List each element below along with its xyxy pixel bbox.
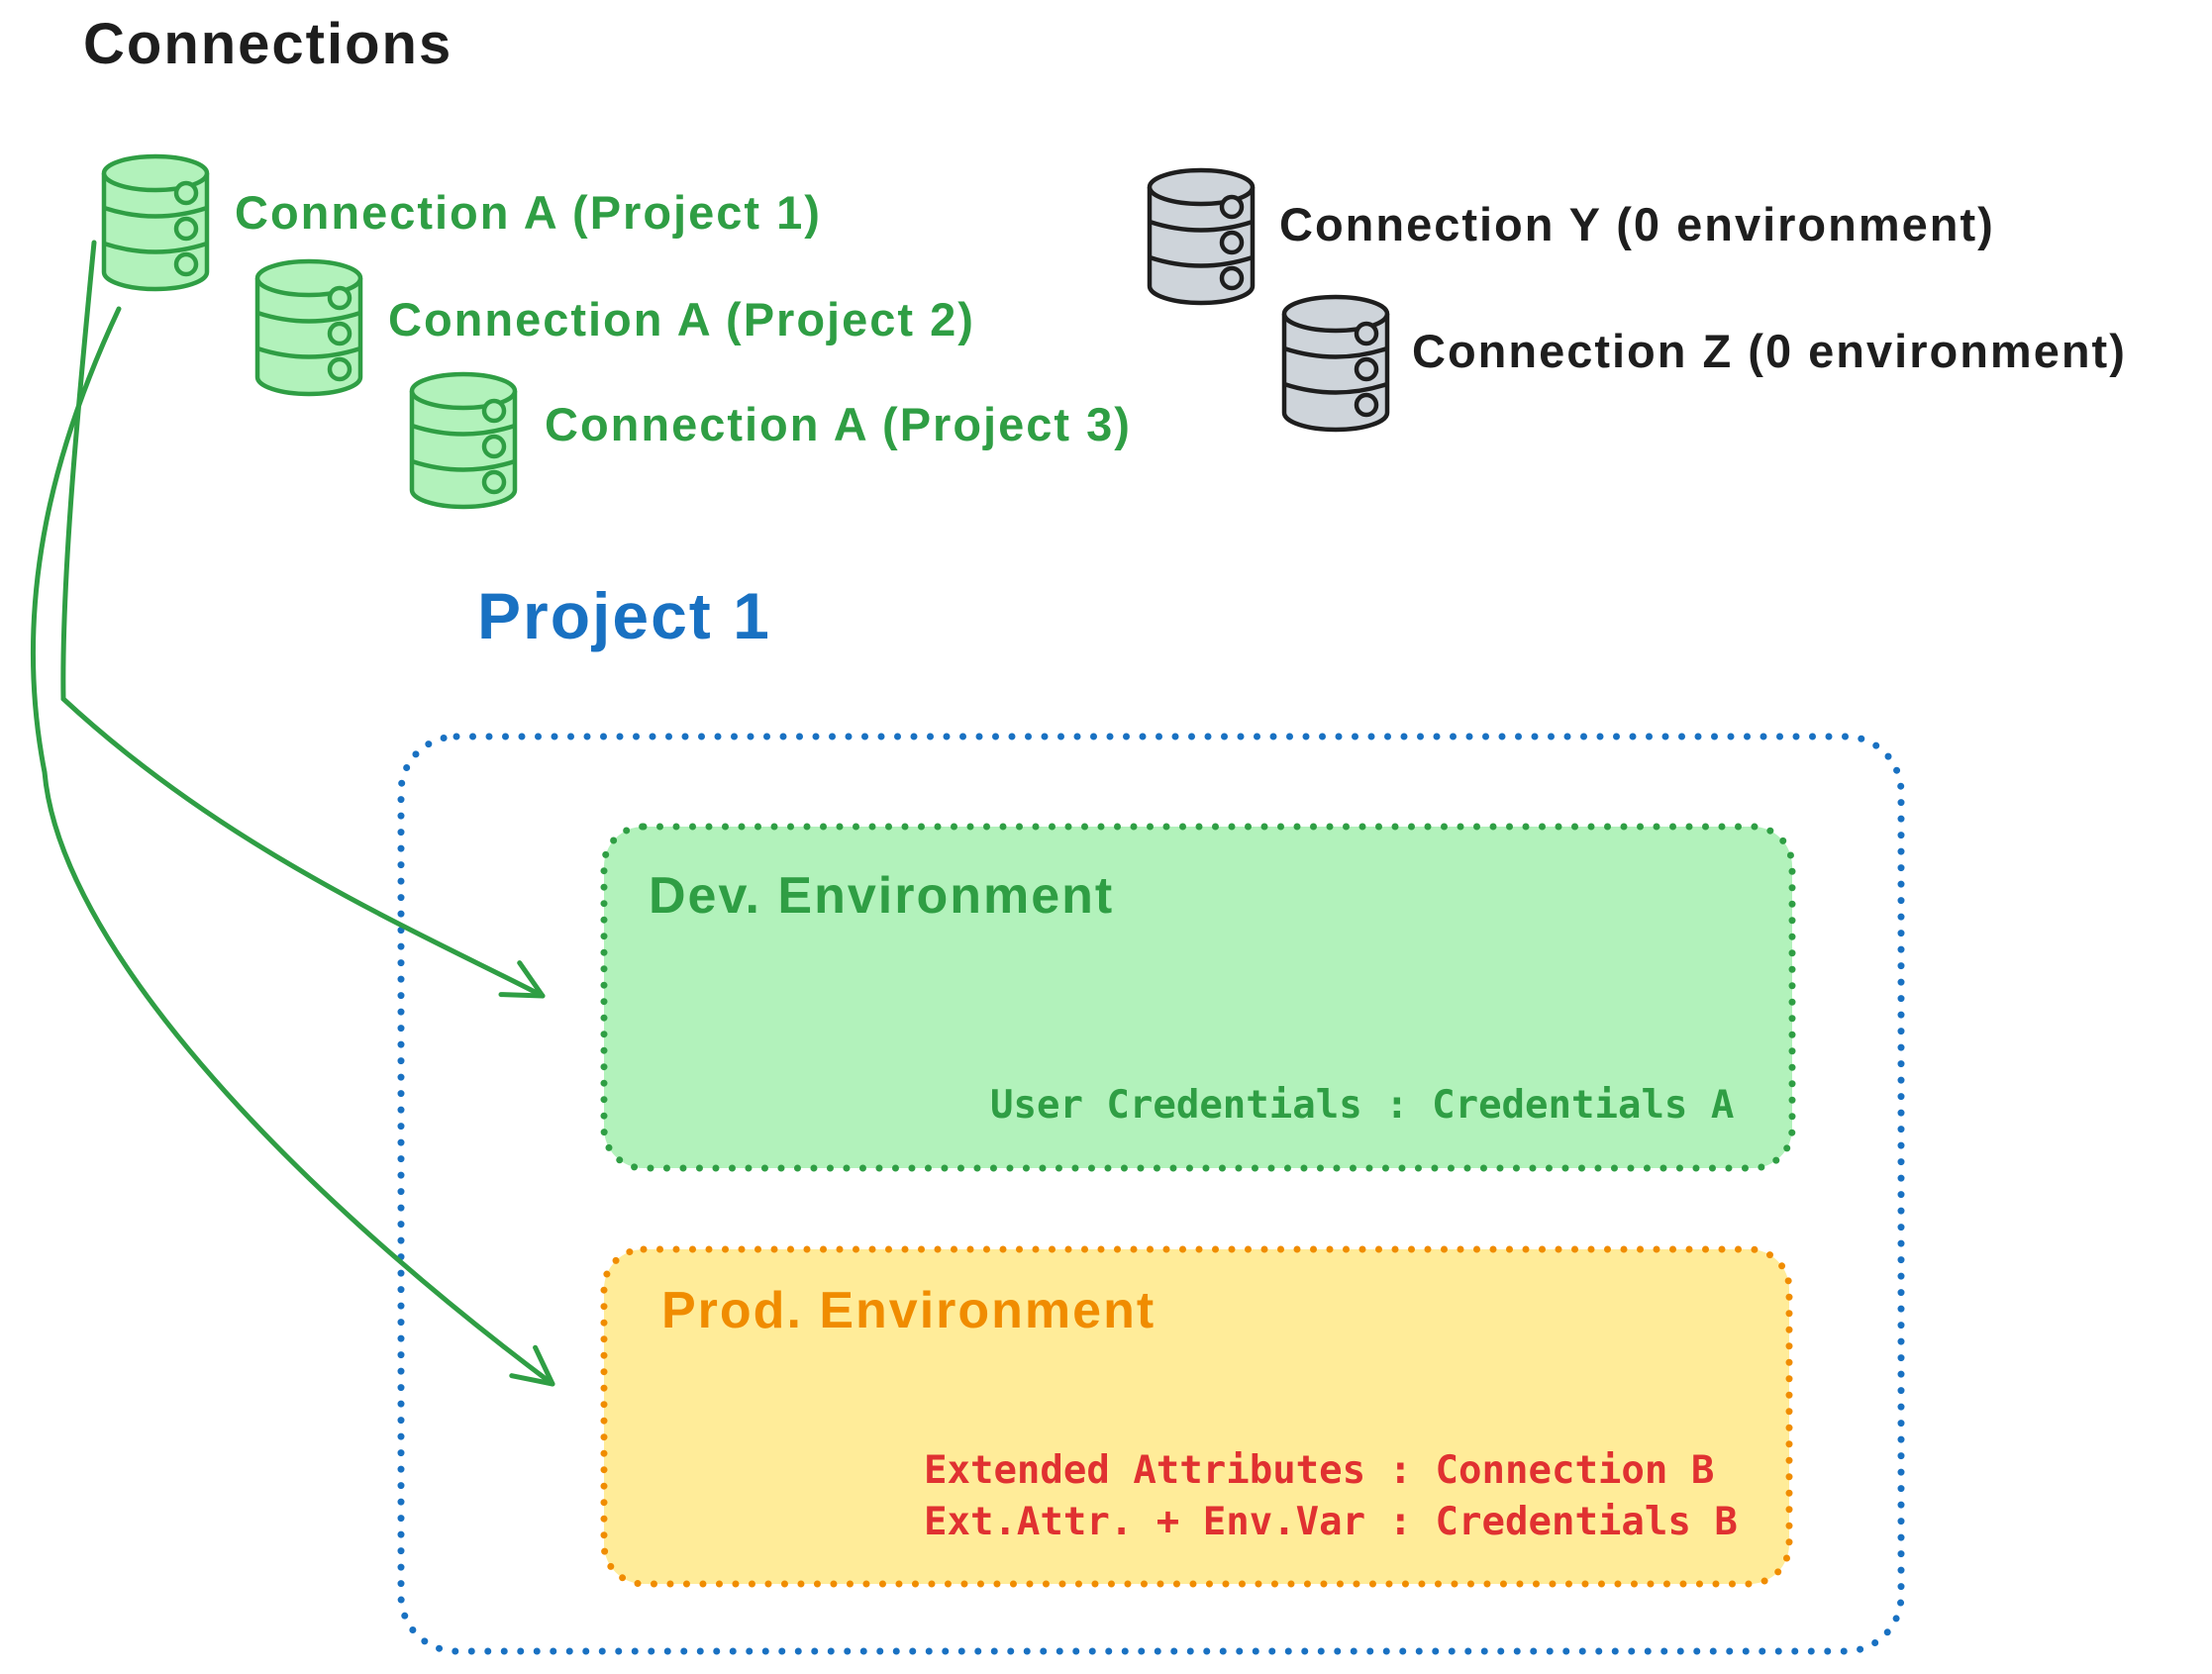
connection-a-project-3-label: Connection A (Project 3) (545, 398, 1132, 450)
connection-y-label: Connection Y (0 environment) (1279, 198, 1995, 250)
dev-environment-title: Dev. Environment (649, 867, 1115, 925)
prod-environment-credentials-mapping: Ext.Attr. + Env.Var : Credentials B (924, 1500, 1738, 1544)
dev-environment-credentials-mapping: User Credentials : Credentials A (990, 1083, 1735, 1128)
database-icon-connection-a-project-1 (104, 156, 207, 289)
database-icon-connection-y (1150, 170, 1253, 303)
connection-a-project-1-label: Connection A (Project 1) (235, 186, 822, 239)
arrow-connection-a-to-prod-environment (30, 306, 555, 1387)
database-icon-connection-z (1284, 297, 1387, 430)
project-1-title: Project 1 (477, 579, 771, 652)
database-icon-connection-a-project-3 (412, 374, 515, 507)
connection-z-label: Connection Z (0 environment) (1412, 325, 2127, 377)
dev-environment-box (600, 823, 1796, 1172)
prod-environment-connection-mapping: Extended Attributes : Connection B (924, 1448, 1715, 1493)
prod-environment-title: Prod. Environment (661, 1282, 1156, 1339)
connections-heading: Connections (83, 12, 453, 76)
database-icon-connection-a-project-2 (257, 261, 360, 394)
prod-environment-box (600, 1245, 1793, 1588)
connection-a-project-2-label: Connection A (Project 2) (388, 293, 975, 345)
project-1-container-box (397, 733, 1905, 1655)
